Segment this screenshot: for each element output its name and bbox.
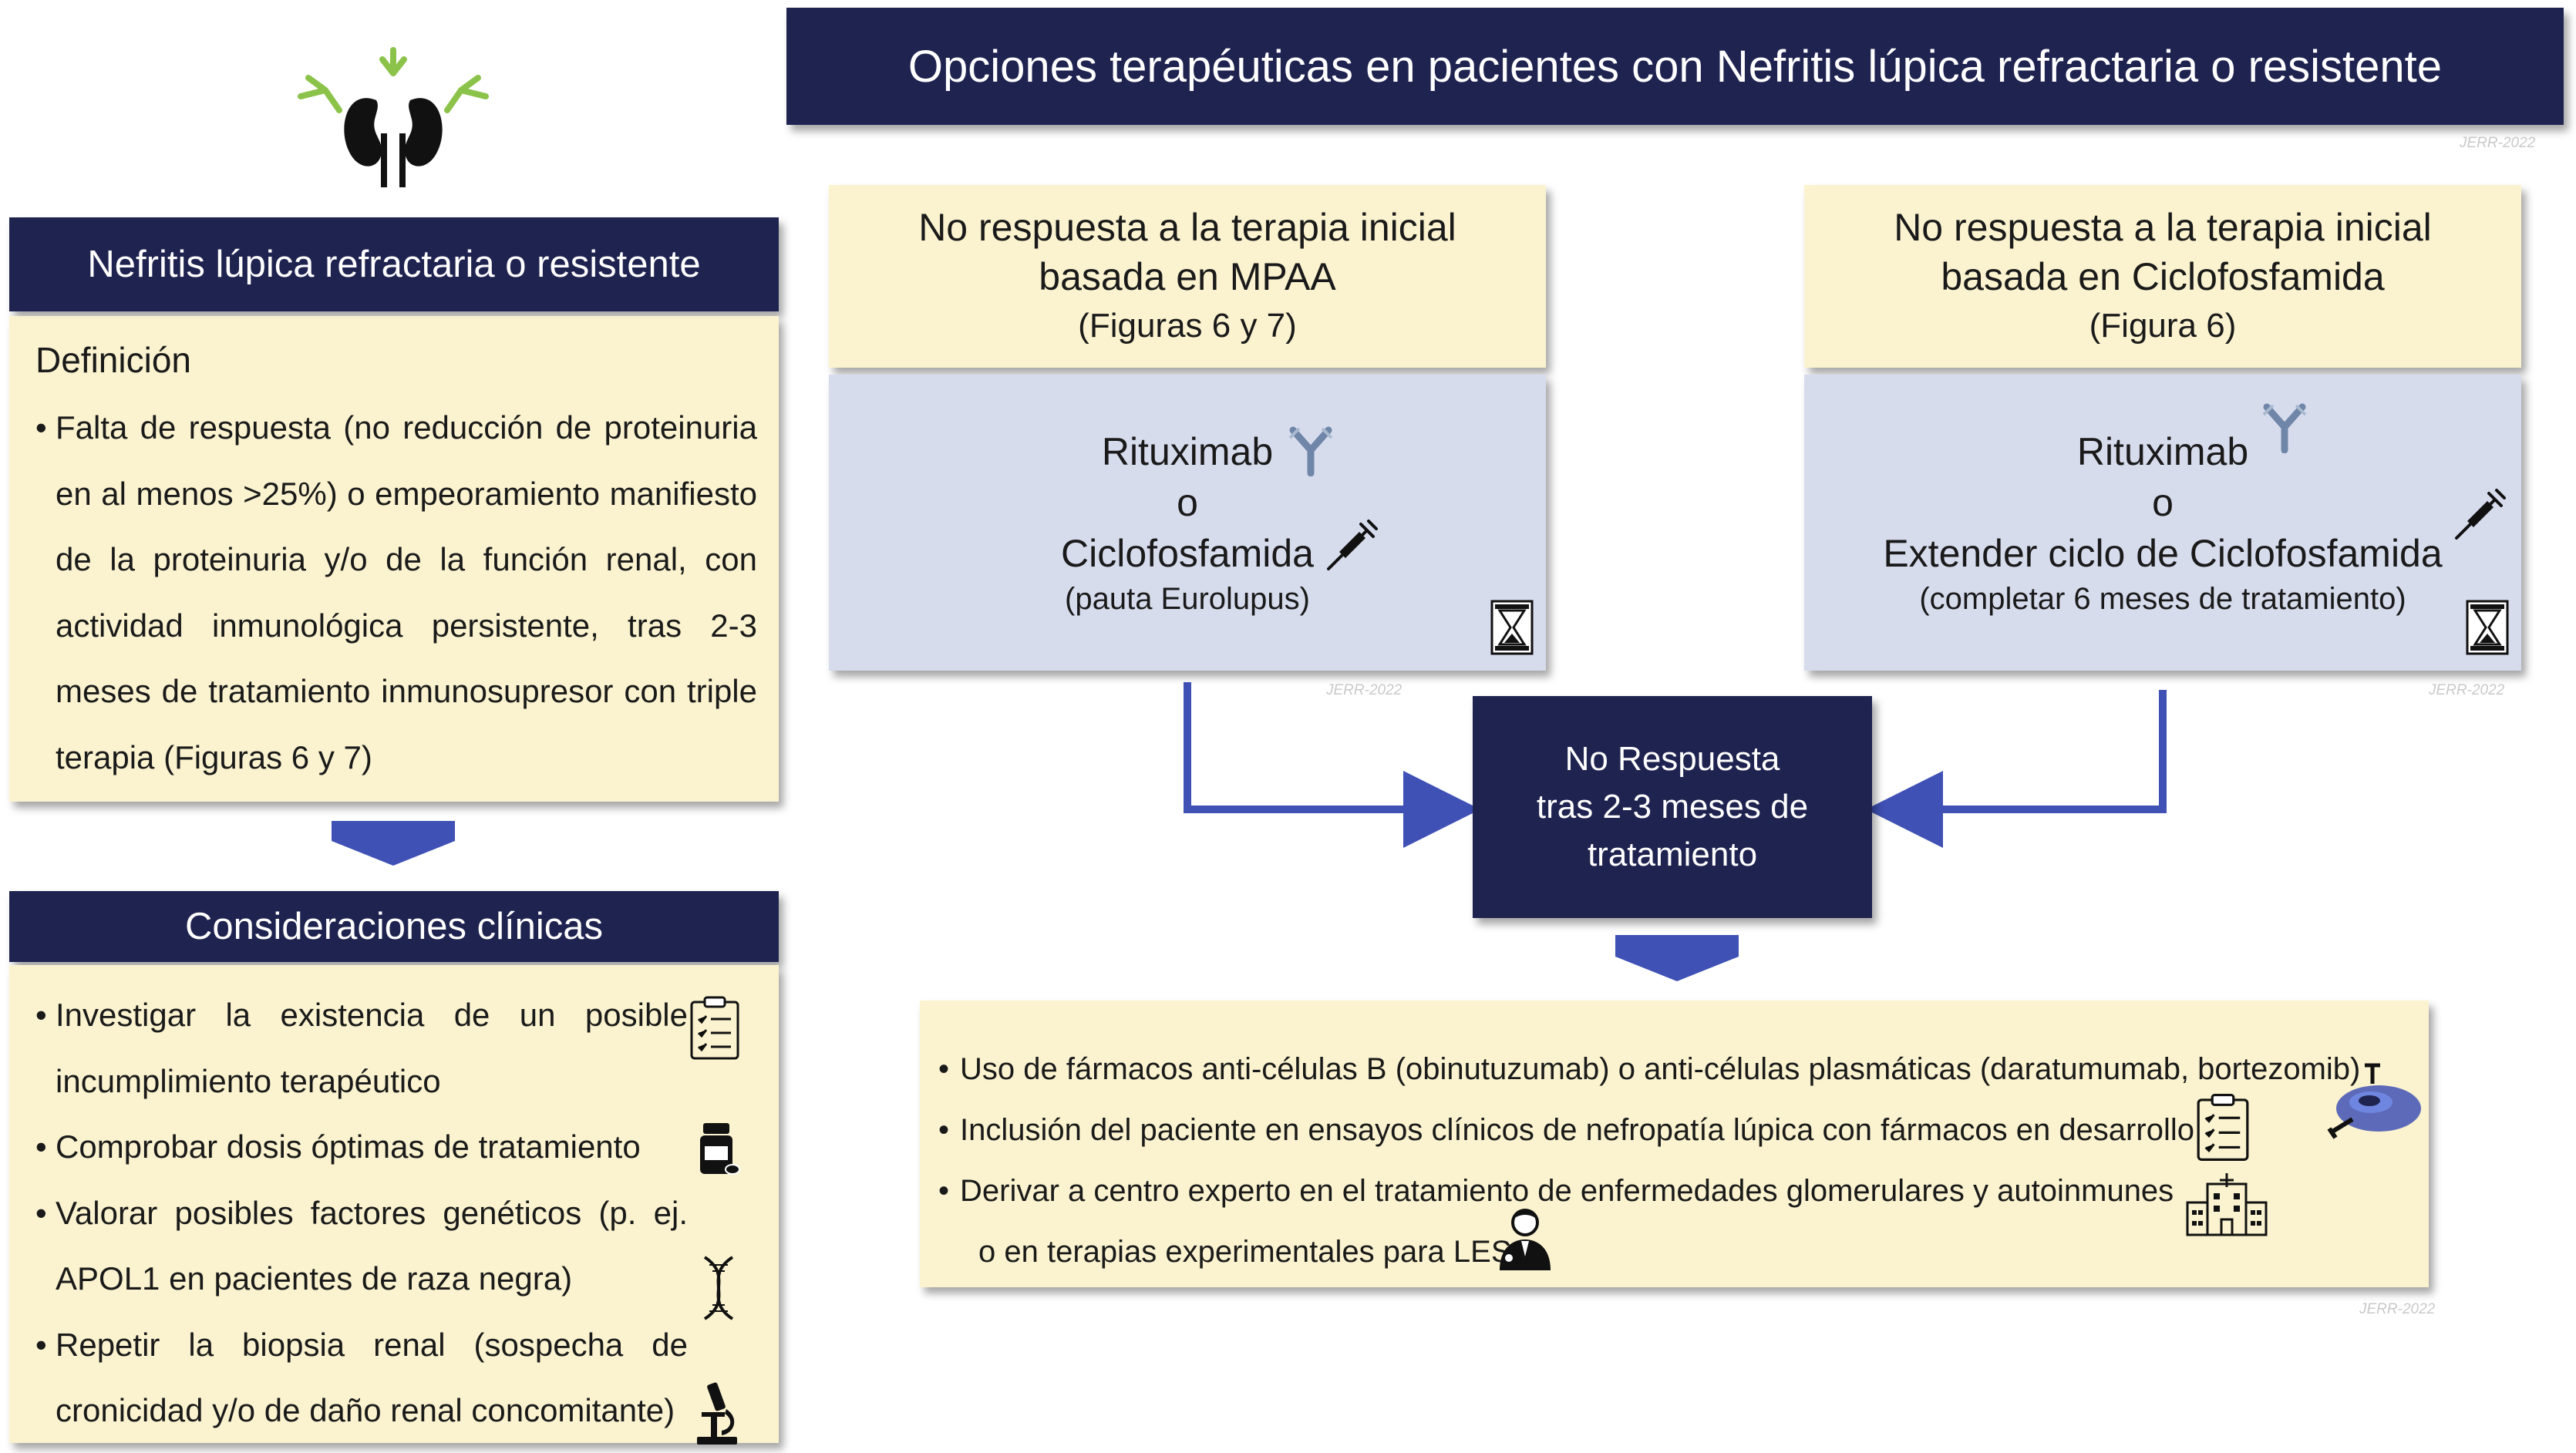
further-options-panel: •Uso de fármacos anti-células B (obinutu… [920,1001,2429,1287]
cyc-line3: (Figura 6) [2089,306,2237,345]
mpaa-or: o [1177,481,1198,524]
option-text: Uso de fármacos anti-células B (obinutuz… [960,1052,2361,1086]
main-title: Opciones terapéuticas en pacientes con N… [786,8,2564,125]
arrow-left-to-noresponse [1184,682,1480,848]
hospital-icon [2184,1169,2269,1238]
option-item: •Uso de fármacos anti-células B (obinutu… [938,1052,2361,1086]
bullet: • [35,409,47,446]
noresp-line3: tratamiento [1587,836,1758,873]
cyc-drug2: Extender ciclo de Ciclofosfamida [1883,532,2443,575]
syringe-icon [1322,513,1384,575]
mpaa-treatment-box: Rituximab o Ciclofosfamida (pauta Eurolu… [829,375,1546,671]
definition-title: Definición [35,340,191,380]
cyclophosphamide-treatment-box: Rituximab o Extender ciclo de Ciclofosfa… [1804,375,2521,671]
option-item: •Inclusión del paciente en ensayos clíni… [938,1113,2194,1147]
hourglass-icon [1490,600,1534,655]
option-continuation: o en terapias experimentales para LES [978,1235,1512,1269]
checklist-icon [2196,1093,2250,1162]
syringe-icon [2450,483,2512,544]
consideration-item: •Investigar la existencia de un posible … [28,982,757,1114]
mpaa-drug2: Ciclofosfamida [1061,532,1314,575]
consideration-text: Comprobar dosis óptimas de tratamiento [56,1128,641,1165]
definition-section-header: Nefritis lúpica refractaria o resistente [9,217,779,311]
kidney-antibody-logo-icon [285,42,501,197]
considerations-panel: •Investigar la existencia de un posible … [9,965,779,1446]
noresp-line2: tras 2-3 meses de [1536,788,1809,826]
option-text: Inclusión del paciente en ensayos clínic… [960,1113,2194,1147]
pill-bottle-icon [697,1120,740,1179]
hourglass-icon [2466,600,2509,655]
no-response-box: No Respuesta tras 2-3 meses de tratamien… [1473,696,1872,918]
watermark: JERR-2022 [1326,682,1402,698]
watermark: JERR-2022 [2359,1301,2436,1317]
antibody-icon [2258,399,2312,453]
microscope-icon [694,1381,740,1446]
watermark: JERR-2022 [2429,682,2505,698]
arrow-right-to-noresponse [1866,690,2167,848]
mpaa-line2: basada en MPAA [1039,254,1336,298]
definition-text: Falta de respuesta (no reducción de prot… [56,409,757,775]
cell-research-icon [2325,1054,2425,1155]
definition-panel: Definición • Falta de respuesta (no redu… [9,316,779,1140]
mpaa-note: (pauta Eurolupus) [1065,582,1310,616]
definition-item: • Falta de respuesta (no reducción de pr… [28,395,757,790]
cyclophosphamide-nonresponse-box: No respuesta a la terapia inicial basada… [1804,185,2521,368]
consideration-text: Valorar posibles factores genéticos (p. … [56,1194,688,1297]
mpaa-drug1: Rituximab [1101,430,1274,473]
consideration-text: Repetir la biopsia renal (sospecha de cr… [56,1326,688,1429]
option-text: Derivar a centro experto en el tratamien… [960,1174,2174,1208]
antibody-icon [1284,422,1338,476]
mpaa-line3: (Figuras 6 y 7) [1078,306,1297,345]
cyc-line1: No respuesta a la terapia inicial [1894,205,2432,249]
mpaa-nonresponse-box: No respuesta a la terapia inicial basada… [829,185,1546,368]
option-item: •Derivar a centro experto en el tratamie… [938,1174,2174,1208]
mpaa-line1: No respuesta a la terapia inicial [918,205,1456,249]
consideration-text: Investigar la existencia de un posible i… [56,997,688,1099]
down-chevron-arrow-icon [332,821,455,867]
consideration-item: •Repetir la biopsia renal (sospecha de c… [28,1312,757,1446]
checklist-icon [689,996,740,1061]
cyc-line2: basada en Ciclofosfamida [1941,254,2385,298]
cyc-drug1: Rituximab [2076,430,2249,473]
dna-icon [697,1254,740,1322]
consideration-item: •Comprobar dosis óptimas de tratamiento [28,1114,757,1180]
noresp-line1: No Respuesta [1564,740,1780,778]
doctor-icon [1490,1202,1560,1272]
considerations-header: Consideraciones clínicas [9,891,779,962]
watermark: JERR-2022 [2460,135,2536,151]
down-chevron-arrow-icon [1615,935,1739,983]
consideration-item: • Valorar posibles factores genéticos (p… [28,1180,757,1320]
cyc-note: (completar 6 meses de tratamiento) [1919,582,2406,616]
cyc-or: o [2152,481,2174,524]
